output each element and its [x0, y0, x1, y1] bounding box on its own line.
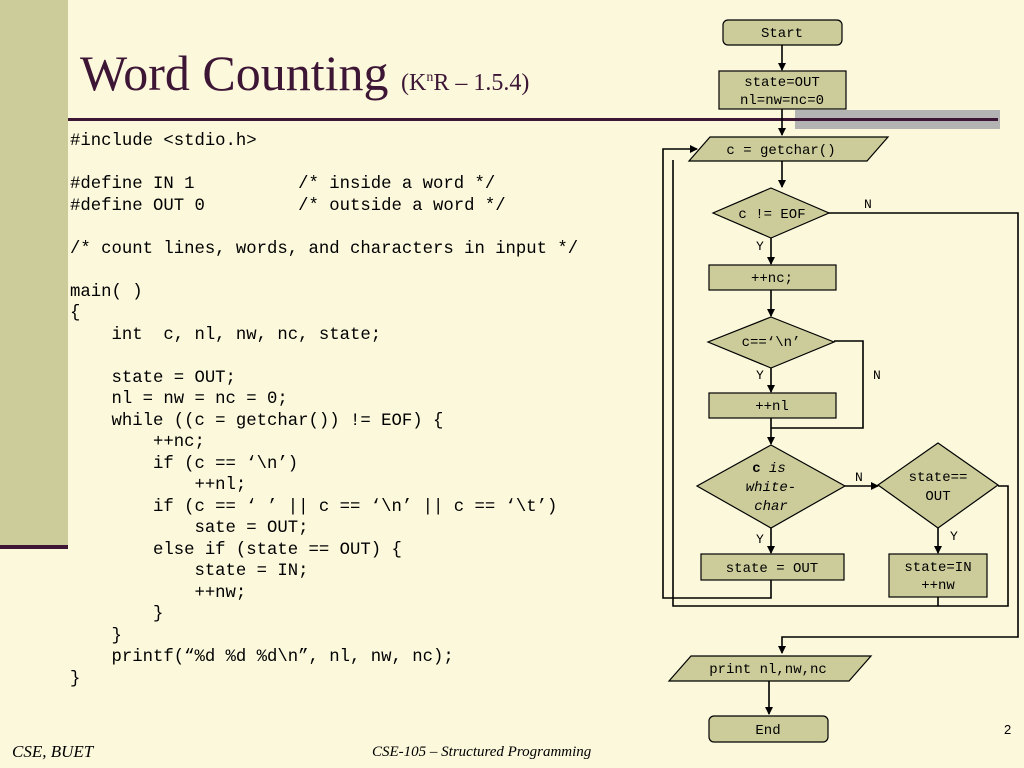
eof-decision	[711, 187, 831, 239]
set-out-process	[700, 553, 845, 581]
code-line: while ((c = getchar()) != EOF) {	[70, 411, 444, 431]
code-line: printf(“%d %d %d\n”, nl, nw, nc);	[70, 648, 454, 667]
code-line: sate = OUT;	[70, 519, 309, 538]
end-terminal	[708, 715, 829, 743]
state-yes-label: Y	[950, 529, 958, 544]
code-line: #define OUT 0 /* outside a word */	[70, 196, 506, 216]
init-process	[718, 70, 847, 110]
code-line: }	[70, 626, 122, 646]
loop-from-set-out	[662, 145, 772, 599]
white-label-1: c is	[752, 461, 786, 477]
arrow-eof-no-to-print	[778, 212, 1019, 654]
white-label-3: char	[754, 499, 788, 515]
code-listing: #include <stdio.h> #define IN 1 /* inside…	[70, 131, 578, 690]
inc-nc-label: ++nc;	[751, 271, 793, 287]
title-rule	[68, 118, 998, 121]
code-line: #include <stdio.h>	[70, 132, 257, 151]
line-newline-no	[771, 340, 864, 429]
eof-no-label: N	[864, 197, 872, 212]
flowchart-shapes	[667, 19, 1000, 743]
set-in-label-1: state=IN	[904, 560, 971, 576]
code-line: if (c == ‘\n’)	[70, 454, 299, 474]
inc-nc-process	[708, 264, 837, 291]
inc-nl-label: ++nl	[755, 399, 789, 415]
code-line: state = IN;	[70, 562, 309, 581]
state-cond-label-1: state==	[909, 470, 968, 486]
title-ref-suffix: R – 1.5.4)	[433, 70, 530, 96]
inc-nl-process	[708, 392, 837, 419]
init-label-2: nl=nw=nc=0	[740, 93, 824, 109]
eof-label: c != EOF	[738, 207, 805, 223]
code-line: ++nw;	[70, 583, 247, 603]
start-terminal	[722, 19, 843, 46]
code-line: state = OUT;	[70, 368, 236, 388]
print-label: print nl,nw,nc	[709, 662, 827, 678]
code-line: }	[70, 605, 164, 624]
newline-decision	[706, 316, 836, 369]
end-label: End	[755, 723, 780, 739]
code-line: if (c == ‘ ’ || c == ‘\n’ || c == ‘\t’)	[70, 497, 558, 517]
white-label-2: white-	[746, 480, 796, 496]
title-main: Word Counting	[80, 45, 389, 101]
code-line: /* count lines, words, and characters in…	[70, 239, 579, 259]
newline-label: c==‘\n’	[742, 335, 801, 351]
page-number: 2	[1004, 722, 1012, 737]
newline-no-label: N	[873, 368, 881, 383]
state-out-decision	[876, 442, 1000, 529]
start-label: Start	[761, 26, 803, 42]
white-label-is: is	[761, 461, 786, 477]
title-ref-prefix: (K	[400, 70, 427, 96]
code-line: nl = nw = nc = 0;	[70, 390, 288, 409]
set-in-process	[888, 553, 988, 598]
white-char-decision	[695, 444, 847, 529]
print-io	[667, 655, 873, 682]
white-no-label: N	[855, 470, 863, 485]
code-line: else if (state == OUT) {	[70, 540, 402, 560]
getchar-label: c = getchar()	[726, 143, 835, 159]
code-line: }	[70, 669, 81, 689]
set-in-label-2: ++nw	[921, 578, 955, 594]
white-yes-label: Y	[756, 532, 764, 547]
init-label-1: state=OUT	[744, 75, 820, 91]
footer-institution: CSE, BUET	[12, 742, 94, 761]
state-cond-label-2: OUT	[925, 489, 950, 505]
code-line: ++nc;	[70, 433, 205, 452]
title-ref-superscript: n	[426, 70, 434, 85]
newline-yes-label: Y	[756, 368, 764, 383]
flowchart-connectors	[662, 45, 1019, 715]
white-label-c: c	[752, 461, 760, 477]
code-line: main( )	[70, 282, 143, 302]
loop-from-state-no	[672, 160, 1009, 607]
slide-title: Word Counting (KnR – 1.5.4)	[80, 38, 529, 118]
code-line: int c, nl, nw, nc, state;	[70, 325, 382, 345]
code-line: #define IN 1 /* inside a word */	[70, 175, 496, 194]
set-out-label: state = OUT	[726, 561, 818, 577]
code-line: {	[70, 304, 81, 323]
left-sidebar-bar	[0, 0, 68, 546]
flowchart-labels: Start state=OUT nl=nw=nc=0 c = getchar()…	[709, 26, 971, 739]
footer-course: CSE-105 – Structured Programming	[372, 744, 592, 760]
getchar-io	[687, 136, 890, 162]
code-line: ++nl;	[70, 476, 247, 495]
sidebar-divider	[0, 545, 68, 549]
title-reference: (KnR – 1.5.4)	[401, 70, 529, 96]
eof-yes-label: Y	[756, 239, 764, 254]
